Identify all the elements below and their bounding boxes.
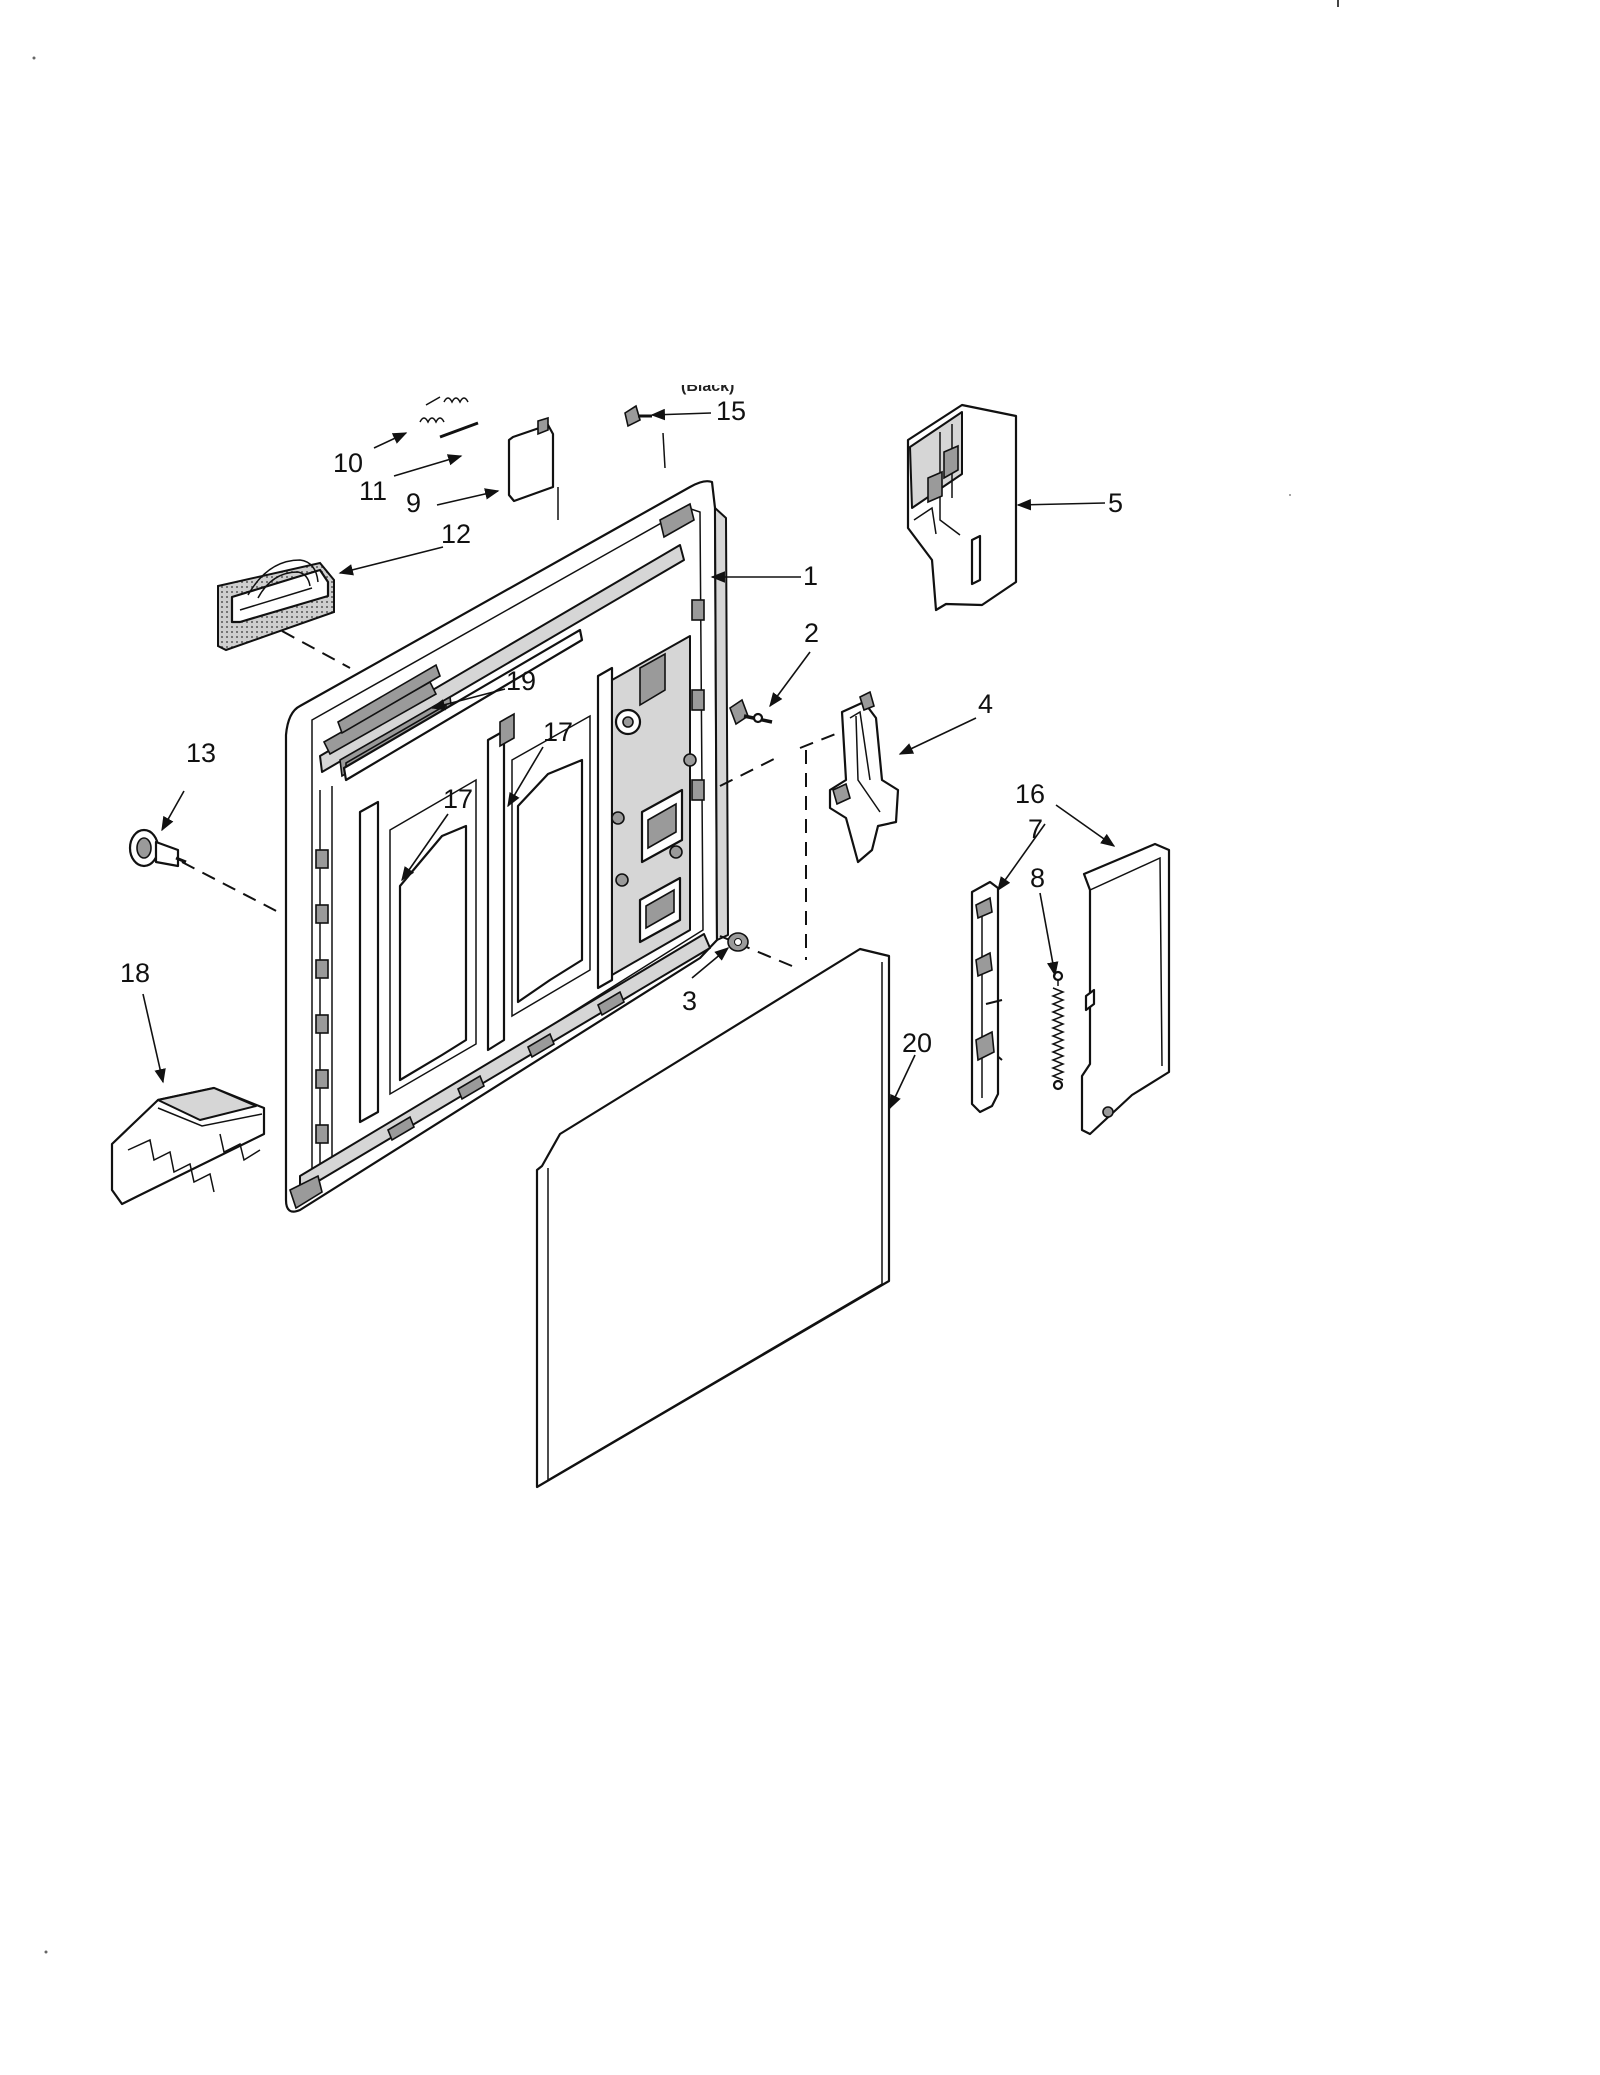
part-15-screw bbox=[624, 404, 652, 428]
part-7-lever-arm bbox=[970, 880, 1003, 1114]
part-1-inner-door bbox=[284, 480, 729, 1213]
callout-13: 13 bbox=[186, 738, 216, 768]
part-3-nut bbox=[727, 932, 749, 952]
callout-20: 20 bbox=[902, 1028, 932, 1058]
callout-9: 9 bbox=[406, 488, 421, 518]
part-16-side-panel bbox=[1080, 842, 1171, 1136]
part-13-knob bbox=[128, 828, 187, 868]
part-11-pin bbox=[439, 421, 479, 439]
callout-8: 8 bbox=[1030, 863, 1045, 893]
part-12-handle bbox=[217, 559, 335, 652]
callout-4: 4 bbox=[978, 689, 993, 719]
callout-2: 2 bbox=[804, 618, 819, 648]
callout-labels: 1 2 3 4 5 7 8 9 10 11 12 13 15 16 17 17 … bbox=[120, 396, 1123, 1058]
assembly-lines bbox=[181, 432, 1003, 1061]
callout-18: 18 bbox=[120, 958, 150, 988]
leader-lines bbox=[142, 408, 1116, 1110]
callout-1: 1 bbox=[803, 561, 818, 591]
callout-3: 3 bbox=[682, 986, 697, 1016]
callout-16: 16 bbox=[1015, 779, 1045, 809]
part-4-latch bbox=[828, 690, 900, 864]
callout-5: 5 bbox=[1108, 488, 1123, 518]
part-18-end-cap bbox=[110, 1086, 266, 1206]
callout-17b: 17 bbox=[443, 784, 473, 814]
part-10-spring bbox=[419, 396, 469, 424]
callout-15: 15 bbox=[716, 396, 746, 426]
part-9-latch-cover bbox=[507, 416, 555, 503]
callout-19: 19 bbox=[506, 666, 536, 696]
part-20-outer-panel bbox=[535, 947, 891, 1489]
part-2-bracket bbox=[729, 698, 773, 726]
callout-7: 7 bbox=[1028, 814, 1043, 844]
part-8-spring bbox=[1050, 970, 1066, 1091]
part-5-dispenser bbox=[906, 403, 1018, 612]
header-fragment: (Black) bbox=[620, 368, 740, 395]
callout-12: 12 bbox=[441, 519, 471, 549]
callout-17a: 17 bbox=[543, 717, 573, 747]
callout-10: 10 bbox=[333, 448, 363, 478]
callout-11: 11 bbox=[359, 476, 387, 506]
